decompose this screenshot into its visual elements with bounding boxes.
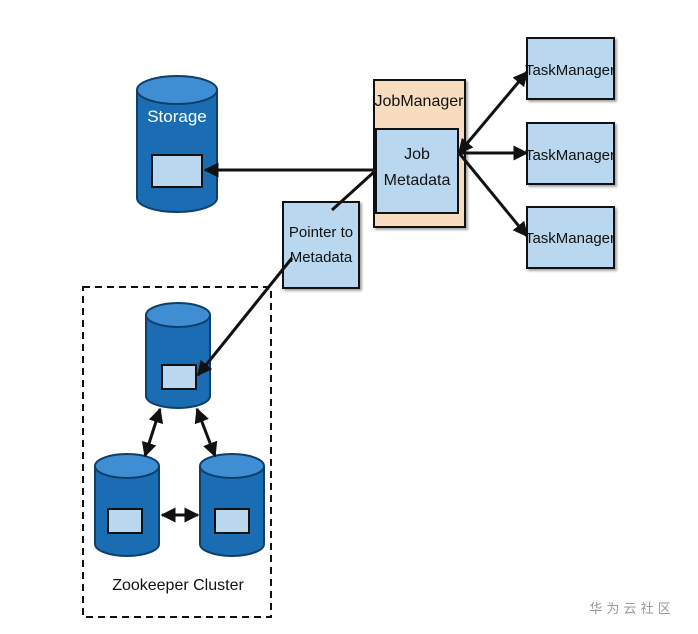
pointer-to-zookeeper-arrow — [196, 257, 294, 377]
jobmanager-to-pointer-line — [330, 170, 376, 212]
storage-slot — [151, 154, 203, 188]
jobmanager-title: JobManager — [375, 93, 465, 110]
job-metadata-line2: Metadata — [384, 172, 451, 189]
storage-label: Storage — [147, 107, 207, 126]
zookeeper-node-top — [145, 302, 211, 409]
taskmanager-2: TaskManager — [525, 122, 615, 185]
taskmanager-2-label: TaskManager — [525, 147, 615, 164]
watermark: 华 为 云 社 区 — [589, 601, 671, 617]
storage-database: Storage — [136, 75, 218, 213]
jobmanager-taskmanager-3-arrow — [457, 152, 529, 238]
pointer-to-metadata: Pointer to Metadata — [282, 201, 360, 289]
taskmanager-1-label: TaskManager — [525, 62, 615, 79]
jobmanager: JobManager Job Metadata — [373, 79, 466, 228]
zookeeper-node-right — [199, 453, 265, 557]
pointer-line1: Pointer to — [289, 224, 353, 241]
taskmanager-1: TaskManager — [525, 37, 615, 100]
jobmanager-taskmanager-1-arrow — [457, 70, 529, 155]
zookeeper-top-left-arrow — [141, 407, 164, 458]
zookeeper-cluster-label: Zookeeper Cluster — [112, 577, 244, 594]
zookeeper-cluster-boundary — [82, 286, 272, 618]
job-metadata-box — [375, 128, 459, 214]
connectors — [141, 70, 529, 523]
job-metadata-line1: Job — [404, 146, 430, 163]
taskmanager-3-label: TaskManager — [525, 230, 615, 247]
taskmanager-3: TaskManager — [525, 206, 615, 269]
pointer-line2: Metadata — [290, 249, 353, 266]
zookeeper-node-left — [94, 453, 160, 557]
zookeeper-top-right-arrow — [194, 407, 218, 458]
